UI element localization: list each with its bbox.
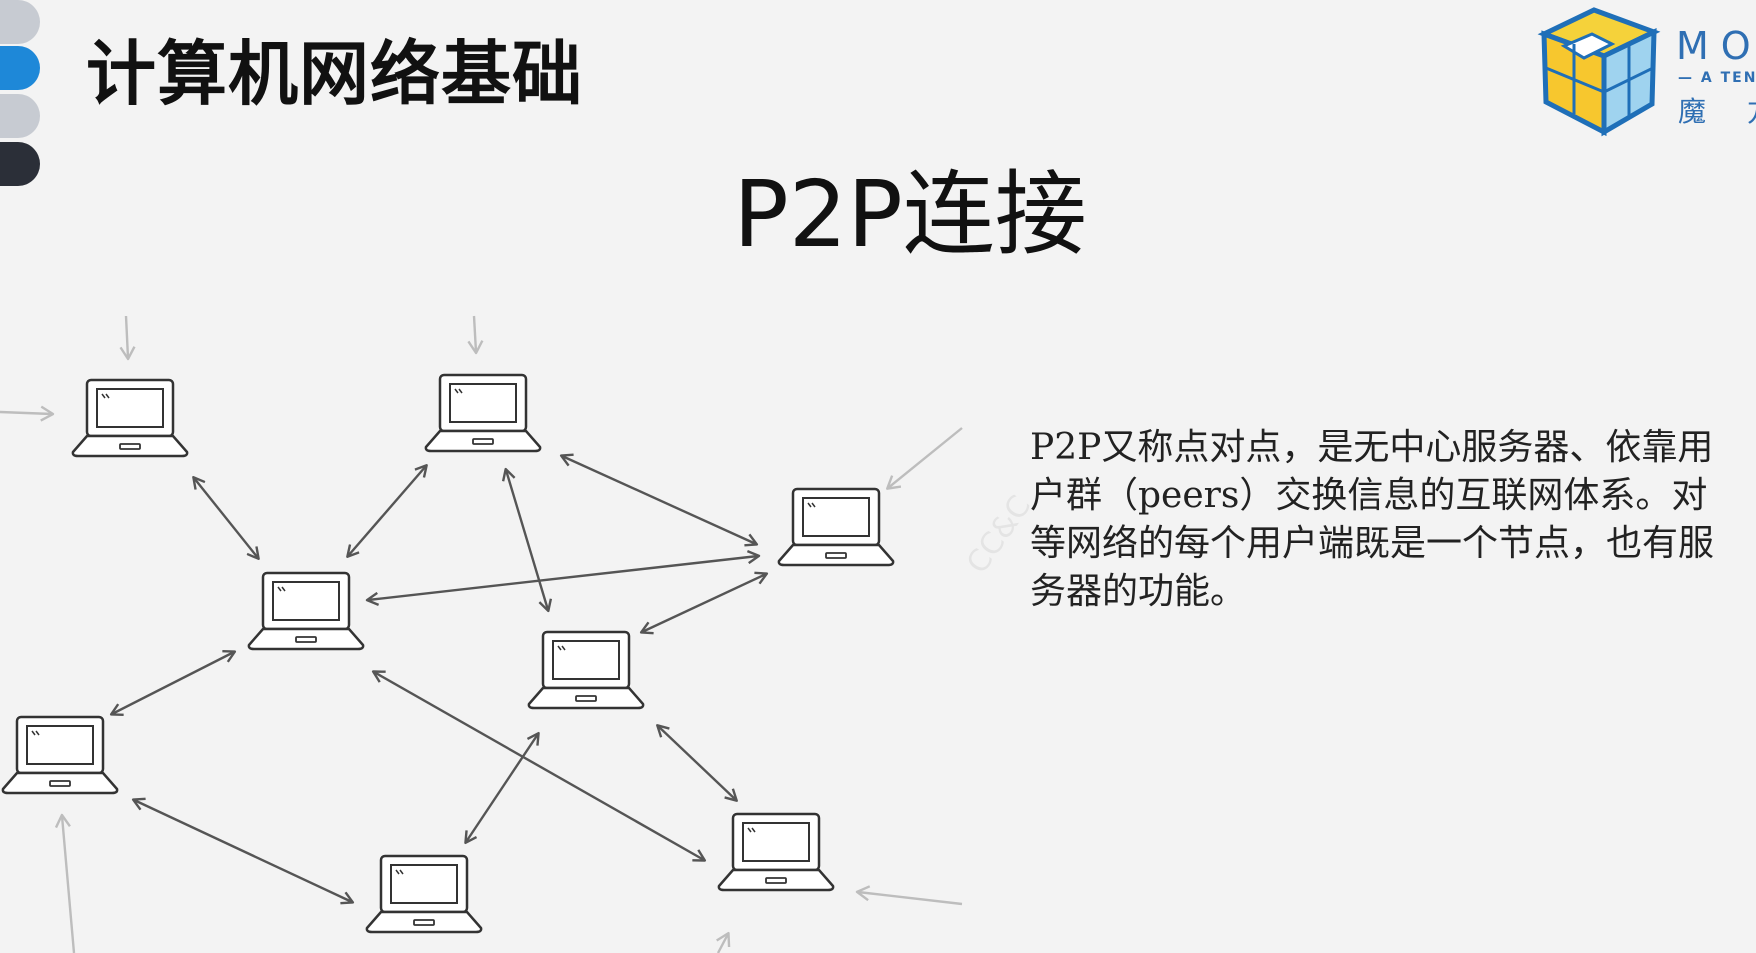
- section-tab-4[interactable]: [0, 142, 40, 186]
- incoming-arrow: [62, 816, 76, 953]
- incoming-arrow: [718, 934, 728, 953]
- peer-connections: [112, 456, 766, 902]
- peer-connection: [194, 478, 258, 558]
- logo-chinese: 魔 方: [1678, 95, 1756, 128]
- network-nodes: [1, 373, 895, 934]
- laptop-icon: [717, 812, 835, 892]
- incoming-arrow: [126, 315, 128, 358]
- peer-connection: [642, 574, 766, 632]
- incoming-arrow: [474, 315, 476, 352]
- section-tab-3[interactable]: [0, 94, 40, 138]
- slide-description: P2P又称点对点，是无中心服务器、依靠用户群（peers）交换信息的互联网体系。…: [1030, 427, 1715, 612]
- peer-connection: [658, 726, 736, 800]
- course-title: 计算机网络基础: [86, 33, 583, 115]
- slide-title: P2P连接: [733, 161, 1087, 268]
- logo-brand: MO: [1676, 24, 1756, 68]
- peer-connection: [506, 470, 548, 610]
- peer-connection: [368, 556, 758, 600]
- cube-logo-icon: [1537, 7, 1661, 137]
- peer-connection: [466, 734, 538, 842]
- logo-tagline: — A TENC: [1678, 70, 1756, 86]
- laptop-icon: [1, 715, 119, 795]
- laptop-icon: [424, 373, 542, 453]
- incoming-connections: [0, 315, 963, 953]
- laptop-icon: [247, 571, 365, 651]
- section-tab-2[interactable]: [0, 46, 40, 90]
- p2p-network-diagram: [0, 315, 963, 953]
- peer-connection: [112, 652, 234, 714]
- peer-connection: [134, 800, 352, 902]
- peer-connection: [348, 466, 426, 556]
- incoming-arrow: [858, 892, 963, 906]
- laptop-icon: [777, 487, 895, 567]
- company-logo: MO — A TENC 魔 方: [1526, 4, 1756, 144]
- laptop-icon: [527, 630, 645, 710]
- peer-connection: [562, 456, 756, 544]
- section-tab-1[interactable]: [0, 0, 40, 44]
- incoming-arrow: [888, 427, 963, 488]
- laptop-icon: [365, 854, 483, 934]
- incoming-arrow: [0, 412, 52, 414]
- laptop-icon: [71, 378, 189, 458]
